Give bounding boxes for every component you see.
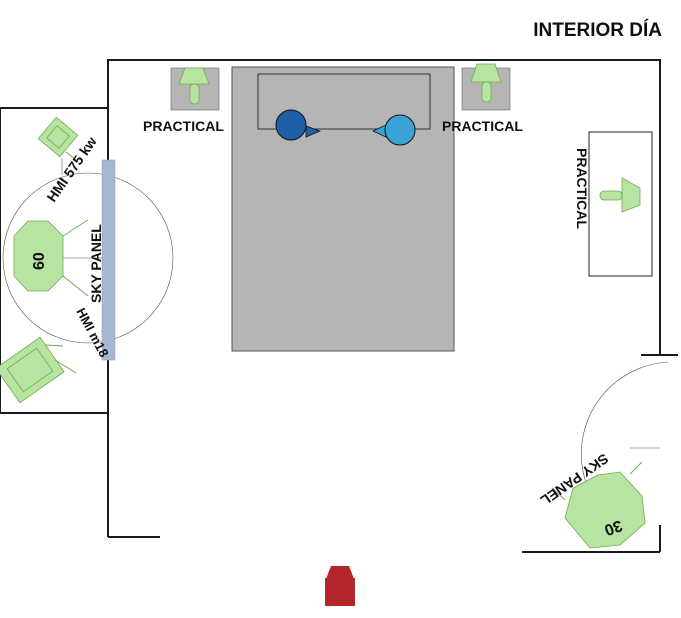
sky-panel-left-label: SKY PANEL [88, 224, 104, 303]
practical-lamp-left [170, 67, 220, 111]
left-lighting-rig [0, 116, 174, 404]
room-walls [107, 59, 678, 553]
hmi-m18-fixture [0, 336, 77, 404]
hmi-575-fixture [37, 116, 79, 161]
camera-icon [325, 566, 355, 606]
practical-label-side: PRACTICAL [574, 148, 590, 229]
bed-headboard [257, 73, 431, 130]
bed [231, 66, 455, 352]
side-table [588, 131, 653, 277]
sky-panel-strip [101, 159, 116, 361]
right-lighting-rig [551, 361, 669, 549]
scene-title: INTERIOR DÍA [533, 19, 662, 41]
sky-panel-60-fixture [13, 219, 89, 297]
practical-lamp-right [461, 63, 511, 111]
actor-left [275, 109, 322, 141]
sky-panel-60-value: 60 [31, 252, 48, 270]
practical-label-left: PRACTICAL [143, 118, 224, 134]
sky-panel-30-fixture [551, 461, 646, 549]
practical-label-right: PRACTICAL [442, 118, 523, 134]
actor-right [372, 114, 416, 146]
sky-panel-30-value: 30 [602, 516, 625, 538]
